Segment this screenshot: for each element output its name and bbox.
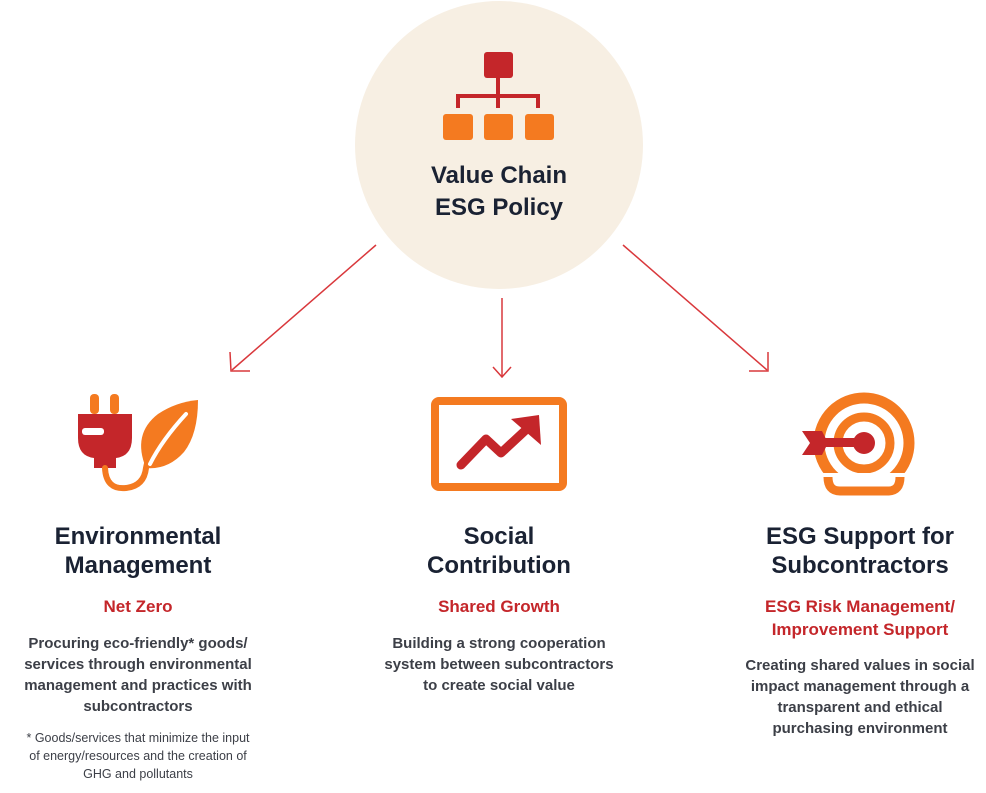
desc-line: subcontractors (83, 698, 193, 715)
column-social: Social Contribution Shared Growth Buildi… (360, 522, 638, 696)
column-subtitle: ESG Risk Management/ Improvement Support (720, 595, 986, 641)
subtitle-line: Net Zero (103, 597, 173, 616)
arrow-left (229, 244, 377, 372)
title-line: Social (463, 523, 535, 550)
column-esg-support: ESG Support for Subcontractors ESG Risk … (720, 522, 986, 739)
column-description: Creating shared values in social impact … (720, 655, 986, 739)
subtitle-line: Improvement Support (771, 620, 949, 639)
desc-line: impact management through a (750, 678, 970, 695)
desc-line: Creating shared values in social (745, 657, 975, 674)
arrow-right (622, 244, 769, 372)
column-title: ESG Support for Subcontractors (720, 522, 986, 580)
title-line: Contribution (427, 552, 571, 579)
desc-line: Building a strong cooperation (392, 635, 606, 652)
subtitle-line: ESG Risk Management/ (765, 597, 955, 616)
column-environmental: Environmental Management Net Zero Procur… (0, 522, 276, 783)
column-title: Social Contribution (360, 522, 638, 580)
org-chart-icon (443, 52, 554, 140)
footnote-line: * Goods/services that minimize the input (26, 731, 250, 745)
desc-line: system between subcontractors (384, 656, 614, 673)
title-line: ESG Support for (766, 523, 954, 550)
desc-line: Procuring eco-friendly* goods/ (28, 635, 248, 652)
desc-line: to create social value (423, 677, 575, 694)
target-arrow-icon (802, 392, 915, 496)
growth-chart-icon (431, 397, 567, 491)
footnote-line: of energy/resources and the creation of (29, 749, 247, 763)
center-title-line1: Value Chain (430, 162, 568, 189)
column-title: Environmental Management (0, 522, 276, 580)
arrow-down (492, 298, 512, 379)
footnote-line: GHG and pollutants (83, 767, 193, 781)
title-line: Subcontractors (771, 552, 949, 579)
desc-line: purchasing environment (772, 720, 948, 737)
desc-line: transparent and ethical (777, 699, 943, 716)
title-line: Environmental (54, 523, 222, 550)
title-line: Management (64, 552, 212, 579)
center-circle (355, 1, 643, 289)
plug-leaf-icon (78, 394, 198, 492)
desc-line: services through environmental (24, 656, 252, 673)
column-subtitle: Shared Growth (360, 595, 638, 618)
column-subtitle: Net Zero (0, 595, 276, 618)
center-title-line2: ESG Policy (434, 194, 564, 221)
footnote: * Goods/services that minimize the input… (0, 729, 276, 783)
subtitle-line: Shared Growth (438, 597, 560, 616)
column-description: Procuring eco-friendly* goods/ services … (0, 633, 276, 717)
center-title: Value Chain ESG Policy (355, 160, 643, 224)
column-description: Building a strong cooperation system bet… (360, 633, 638, 696)
desc-line: management and practices with (24, 677, 252, 694)
